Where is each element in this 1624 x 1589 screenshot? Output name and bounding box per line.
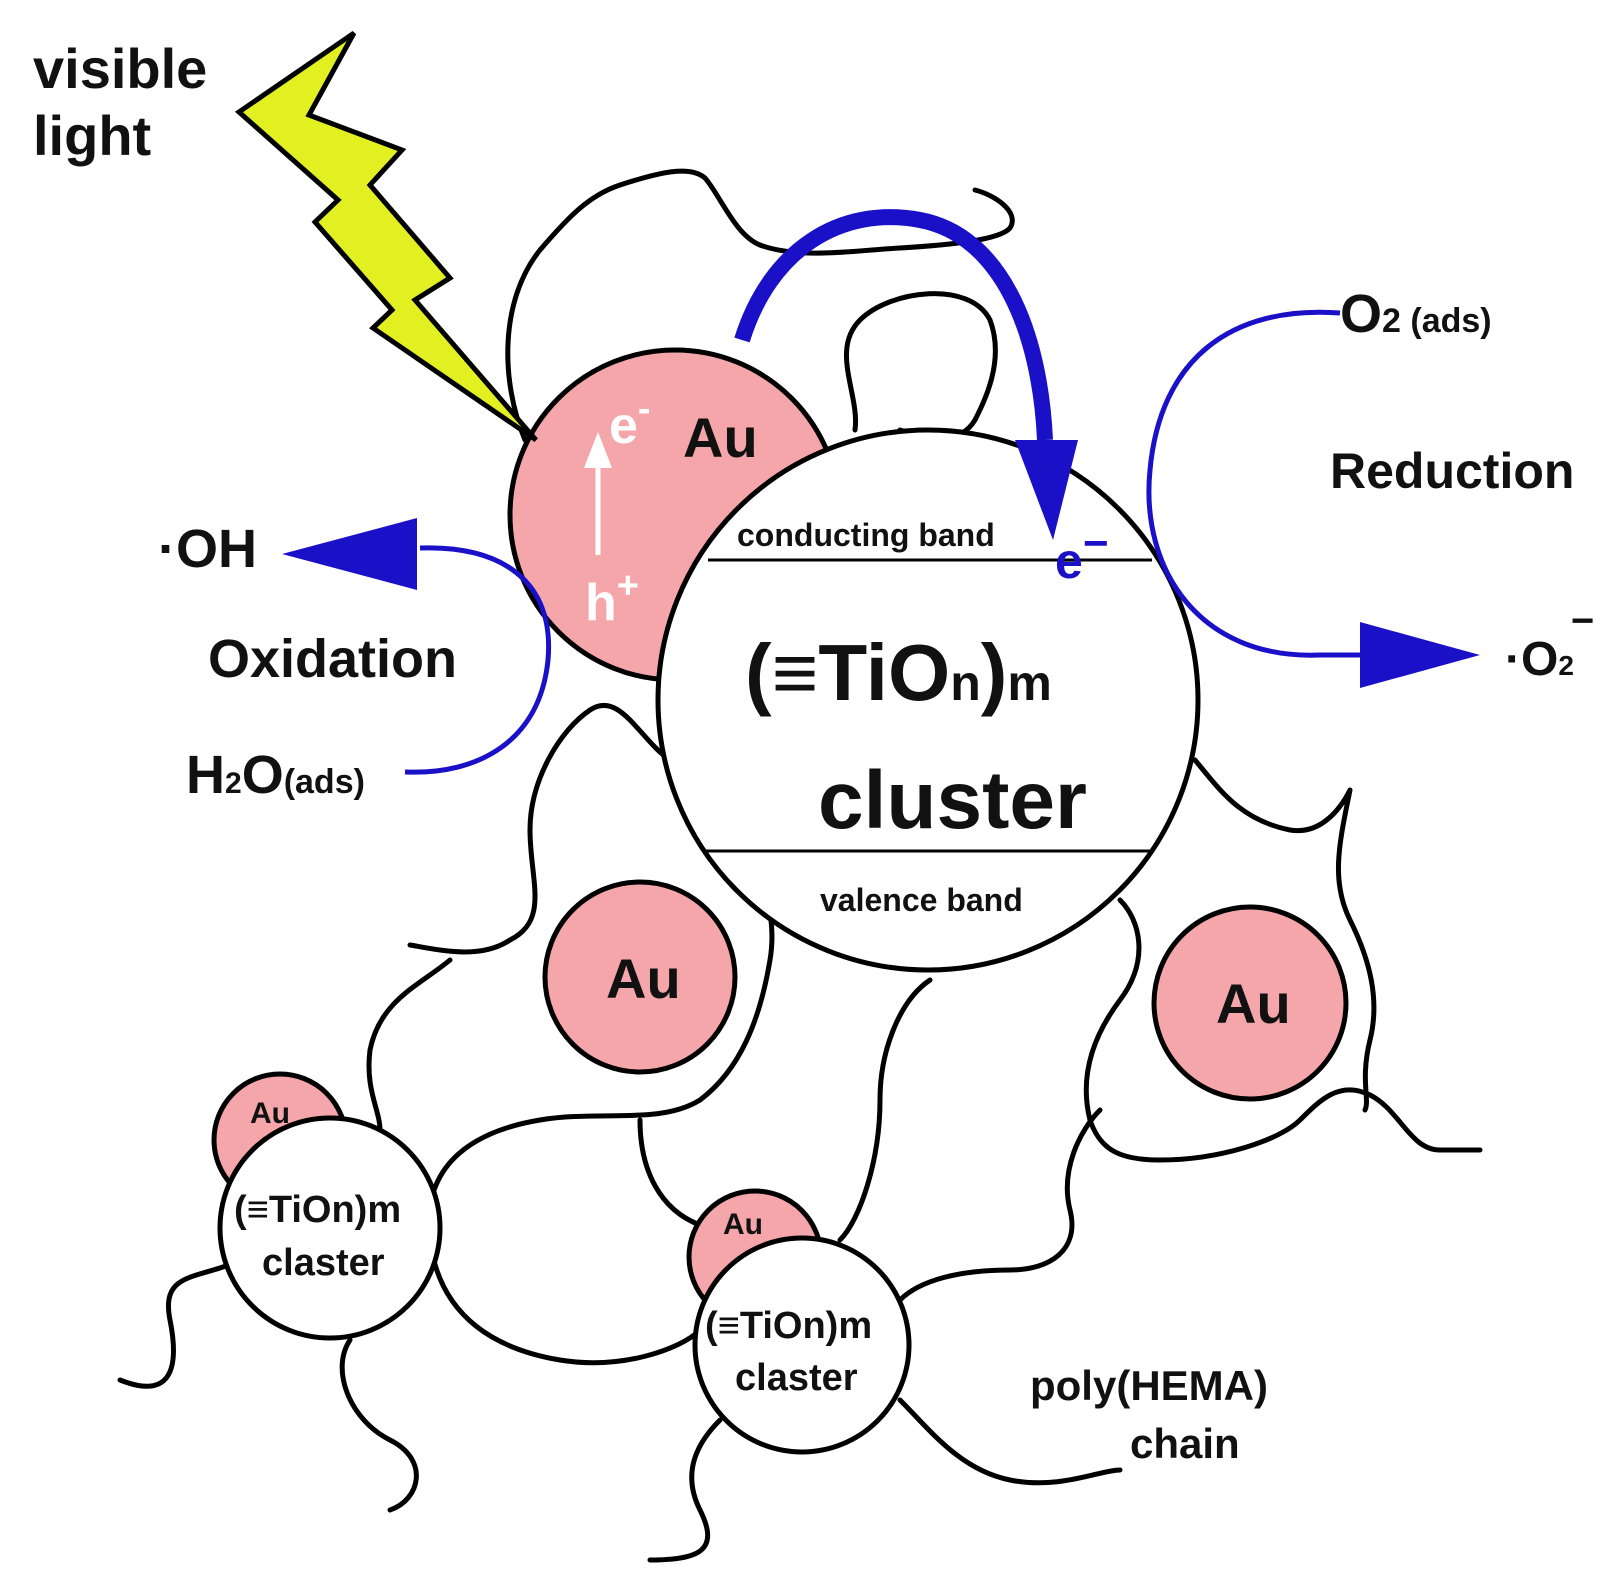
polymer-label-1: poly(HEMA) [1030, 1362, 1268, 1409]
au-left-label: Au [606, 947, 681, 1010]
small-cluster-1-formula: (≡TiOn)m [234, 1189, 401, 1231]
small-au-2-label: Au [723, 1208, 763, 1241]
lightning-bolt-icon [234, 30, 538, 443]
polymer-chain-bottom-center [647, 1397, 1123, 1563]
polymer-chain-center [637, 977, 933, 1243]
superoxide-radical-label: ·O2 [1505, 633, 1574, 686]
water-adsorbed-label: H2O(ads) [186, 745, 365, 805]
polymer-label-2: chain [1130, 1420, 1240, 1467]
small-cluster-2-word: claster [735, 1357, 858, 1399]
au-main-label: Au [683, 406, 758, 469]
polymer-chains [117, 168, 1483, 1563]
small-cluster-1-word: claster [262, 1242, 385, 1284]
polymer-chain-lower-middle [897, 1107, 1103, 1303]
polymer-chain-far-right [1192, 757, 1377, 1113]
electron-transfer-arrow [734, 209, 1053, 441]
au-particle-right [1151, 904, 1349, 1102]
polymer-chain-bottom-left [117, 1257, 419, 1513]
reduction-arrowhead [1360, 622, 1480, 688]
small-cluster-2-formula: (≡TiOn)m [705, 1305, 872, 1347]
electron-label: e- [609, 388, 651, 455]
visible-light-label-2: light [33, 104, 151, 167]
conducting-band-label: conducting band [737, 517, 995, 553]
oxidation-curve [404, 545, 552, 775]
small-tio-cluster-1 [217, 1115, 443, 1341]
oxygen-adsorbed-label: O2 (ads) [1340, 284, 1492, 344]
tio-cluster-main [655, 427, 1201, 973]
au-right-label: Au [1216, 972, 1291, 1035]
superoxide-charge: − [1571, 599, 1594, 643]
polymer-chain-right [1083, 897, 1483, 1163]
polymer-chain-top [505, 168, 1015, 443]
excitation-arrowhead [584, 432, 612, 468]
electron-transfer-arrowhead [1015, 440, 1078, 540]
au-particle-left [542, 879, 738, 1075]
oxidation-label: Oxidation [208, 629, 457, 689]
small-au-1-label: Au [250, 1097, 290, 1130]
polymer-chain-loop [843, 291, 998, 441]
cluster-word: cluster [818, 755, 1087, 846]
reduction-curve [1146, 309, 1380, 658]
conduction-electron-label: e− [1055, 519, 1109, 589]
polymer-chain-middle [426, 817, 775, 1366]
small-tio-cluster-2 [692, 1235, 912, 1455]
hole-label: h+ [585, 565, 639, 632]
polymer-chain-left [366, 702, 673, 1133]
cluster-formula: (≡TiOn)m [745, 628, 1052, 717]
oxidation-arrowhead [282, 518, 417, 590]
reduction-label: Reduction [1330, 443, 1574, 499]
visible-light-label-1: visible [33, 37, 207, 100]
hydroxyl-radical-label: ·OH [158, 519, 257, 579]
valence-band-label: valence band [820, 882, 1023, 918]
